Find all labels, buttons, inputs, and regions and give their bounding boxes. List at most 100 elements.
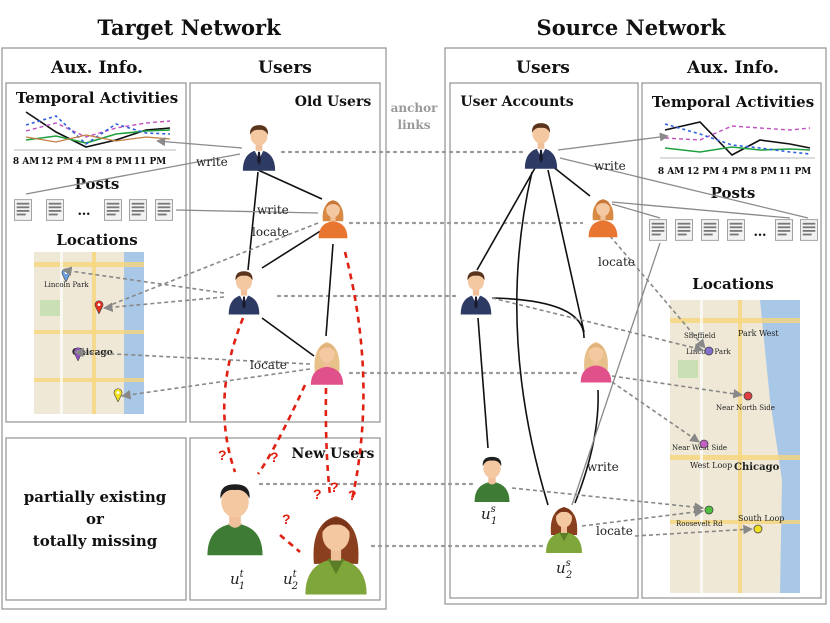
source-temporal-label: Temporal Activities xyxy=(652,93,814,111)
target-temporal-chart: 8 AM 12 PM 4 PM 8 PM 11 PM xyxy=(13,111,176,167)
new-users-label: New Users xyxy=(292,446,375,462)
social-link xyxy=(261,317,315,357)
target-map-road xyxy=(92,252,96,414)
write-posts-line xyxy=(611,201,791,219)
locate-arrow xyxy=(611,381,700,443)
target-posts: … xyxy=(14,199,173,221)
predicted-links xyxy=(222,251,365,553)
source-map-south-loop: South Loop xyxy=(738,514,784,523)
source-series-green xyxy=(664,146,811,153)
source-temporal-chart: 8 AM 12 PM 4 PM 8 PM 11 PM xyxy=(658,121,815,177)
question-mark: ? xyxy=(270,449,279,465)
target-tick-1: 12 PM xyxy=(41,157,73,167)
source-map-road xyxy=(670,520,800,524)
source-map-road xyxy=(670,318,800,323)
target-locate-label: locate xyxy=(250,358,287,372)
target-old-user-man-2 xyxy=(228,271,260,315)
source-map-road xyxy=(738,300,742,593)
source-user-1 xyxy=(474,456,510,502)
source-map-chicago: Chicago xyxy=(734,462,780,473)
social-link xyxy=(247,171,259,271)
target-map-park xyxy=(40,300,60,316)
write-posts-line xyxy=(175,209,319,214)
source-user-man-2 xyxy=(460,271,492,315)
source-map-lake xyxy=(760,300,800,593)
source-map-near-north: Near North Side xyxy=(716,404,775,412)
source-users-header: Users xyxy=(516,58,570,78)
locate-arrow xyxy=(103,296,225,312)
social-link xyxy=(325,243,334,337)
source-tick-2: 4 PM xyxy=(722,167,748,177)
source-tick-3: 8 PM xyxy=(751,167,777,177)
write-temporal-arrow xyxy=(557,132,669,151)
locate-arrow xyxy=(634,524,753,537)
target-map-road xyxy=(34,330,144,334)
source-aux-relations xyxy=(491,132,809,537)
target-new-users-box xyxy=(189,437,381,601)
post-doc-icon xyxy=(46,199,64,221)
target-series-purple xyxy=(25,120,171,138)
write-posts-line xyxy=(559,157,809,219)
source-series-black xyxy=(664,121,811,156)
post-doc-icon xyxy=(727,219,745,241)
target-tick-0: 8 AM xyxy=(13,157,39,167)
target-tick-3: 8 PM xyxy=(106,157,132,167)
post-doc-icon xyxy=(701,219,719,241)
source-map-near-west: Near West Side xyxy=(672,444,727,452)
source-posts: … xyxy=(649,219,818,241)
source-tick-0: 8 AM xyxy=(658,167,684,177)
source-posts-ellipsis: … xyxy=(754,225,767,240)
target-tick-2: 4 PM xyxy=(76,157,102,167)
old-users-label: Old Users xyxy=(295,94,372,110)
source-write-label: write xyxy=(587,460,619,474)
question-mark: ? xyxy=(313,486,322,502)
source-locate-label: locate xyxy=(596,524,633,538)
source-map: Park West Sheffield Lincoln Park Near No… xyxy=(670,300,800,593)
source-tick-1: 12 PM xyxy=(687,167,719,177)
anchor-label-1: anchor xyxy=(391,101,439,115)
source-social-links xyxy=(476,165,599,506)
target-aux-relations xyxy=(25,137,319,400)
write-temporal-arrow xyxy=(156,137,243,149)
predicted-link xyxy=(324,387,332,496)
source-user-woman-2 xyxy=(580,342,612,383)
missing-line-3: totally missing xyxy=(33,532,158,550)
post-doc-icon xyxy=(129,199,147,221)
source-map-sheffield: Sheffield xyxy=(684,332,716,340)
target-old-user-man-1 xyxy=(242,125,276,171)
predicted-link xyxy=(279,534,301,553)
target-series-black xyxy=(25,111,171,148)
social-link xyxy=(547,169,585,333)
question-mark: ? xyxy=(218,447,227,463)
post-doc-icon xyxy=(104,199,122,221)
source-map-road xyxy=(670,455,800,460)
social-link xyxy=(491,297,585,339)
target-map-road xyxy=(60,252,63,414)
target-map-road xyxy=(34,378,144,382)
locate-arrow xyxy=(581,507,704,527)
anchor-label-2: links xyxy=(398,118,431,132)
target-locate-label: locate xyxy=(252,225,289,239)
target-old-user-woman-2 xyxy=(310,342,344,385)
source-map-park-west: Park West xyxy=(738,329,779,338)
target-write-label: write xyxy=(196,155,228,169)
target-posts-label: Posts xyxy=(75,175,120,193)
target-network-title: Target Network xyxy=(97,15,281,40)
locate-arrow xyxy=(609,235,706,349)
user-accounts-label: User Accounts xyxy=(460,94,573,110)
question-mark: ? xyxy=(348,487,357,503)
target-aux-box xyxy=(5,82,187,423)
source-network-box xyxy=(444,47,827,605)
locate-arrow xyxy=(121,368,311,400)
source-user-man-1 xyxy=(524,123,558,169)
anchor-links xyxy=(258,150,584,548)
target-missing-box xyxy=(5,437,187,601)
target-network-box xyxy=(1,47,387,610)
source-aux-box xyxy=(641,82,822,599)
target-users-header: Users xyxy=(258,58,312,78)
predicted-link xyxy=(256,384,307,475)
